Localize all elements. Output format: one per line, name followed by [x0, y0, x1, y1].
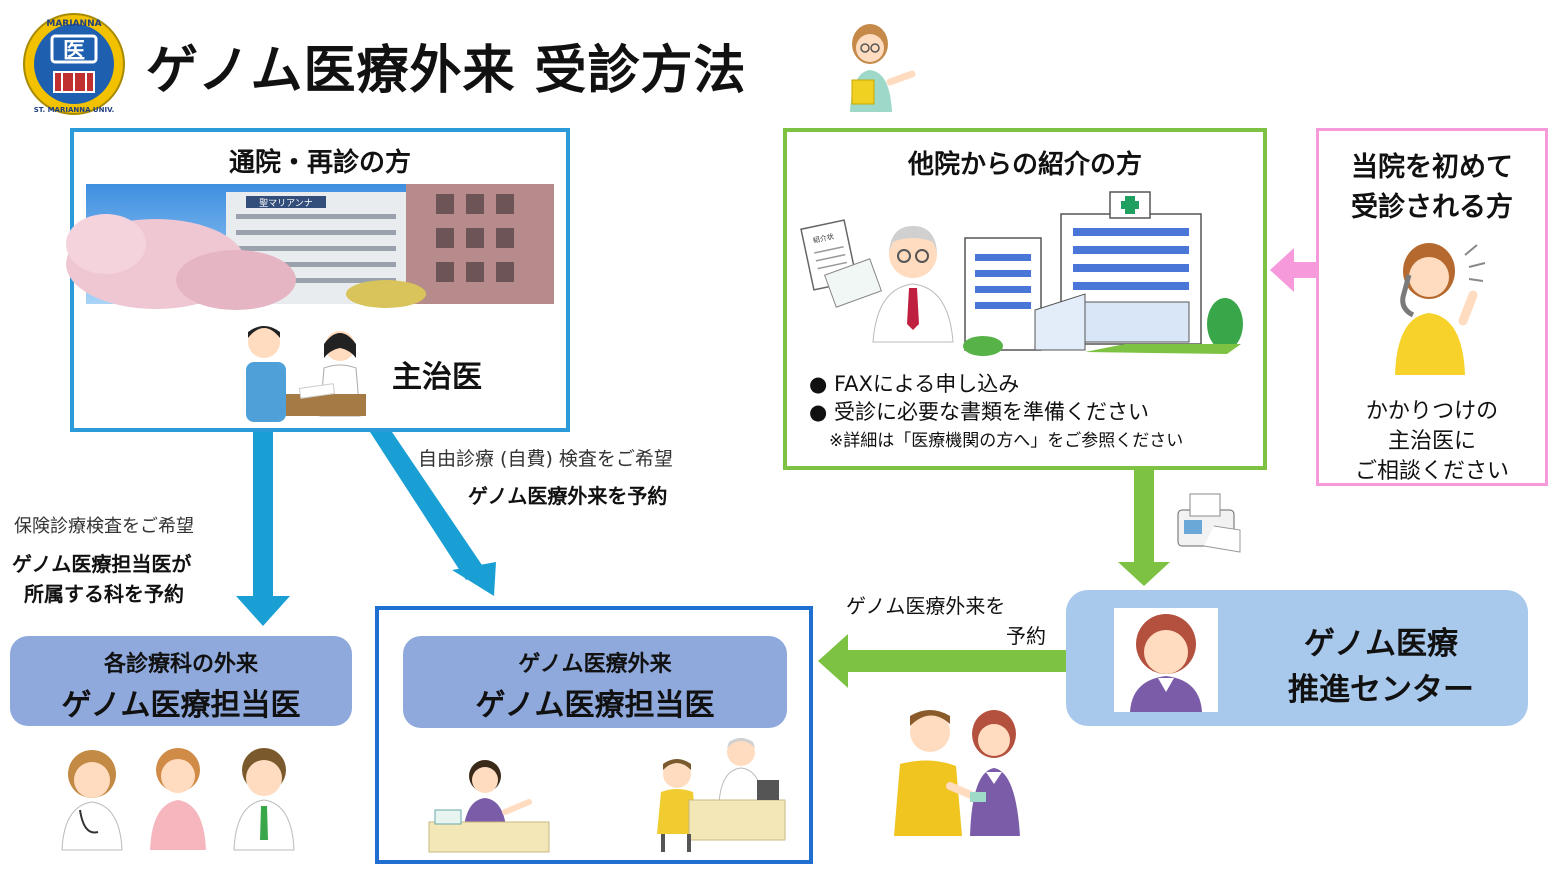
photo-building-sign: 聖マリアンナ [259, 198, 313, 209]
first-visit-body-line3: ご相談ください [1354, 459, 1509, 484]
dept-genomic-doctor-box: 各診療科の外来 ゲノム医療担当医 [10, 636, 352, 726]
logo-top-text: MARIANNA [46, 19, 101, 29]
clinic-pill-line2: ゲノム医療担当医 [475, 688, 715, 723]
clinic-doctor-pill: ゲノム医療外来 ゲノム医療担当医 [403, 636, 787, 728]
attending-doctor-label: 主治医 [392, 360, 482, 395]
referral-box-title: 他院からの紹介の方 [907, 150, 1142, 180]
referral-note: ※詳細は「医療機関の方へ」をご参照ください [829, 431, 1184, 451]
first-visit-body-line2: 主治医に [1387, 429, 1476, 454]
self-pay-flow-label-2: ゲノム医療外来を予約 [468, 484, 668, 508]
presenter-woman-icon [850, 24, 916, 112]
referral-bullet-docs: ● 受診に必要な書類を準備ください [809, 400, 1149, 424]
insurance-flow-label-3: 所属する科を予約 [24, 582, 184, 606]
center-to-clinic-label-2: 予約 [1006, 624, 1046, 648]
center-staff-portrait [1114, 608, 1218, 712]
arrow-first-to-referral [1270, 248, 1316, 292]
first-visit-title-line1: 当院を初めて [1351, 152, 1513, 183]
referral-box: 他院からの紹介の方 紹介状 ● FAXによる申し込み [783, 128, 1267, 470]
clinic-pill-line1: ゲノム医療外来 [518, 652, 672, 677]
revisit-box-title: 通院・再診の方 [228, 148, 411, 178]
hospital-logo: 医 MARIANNA ST. MARIANNA UNIV. [22, 12, 126, 116]
referral-bullet-docs-text: 受診に必要な書類を準備ください [834, 400, 1149, 424]
logo-glyph: 医 [63, 39, 85, 64]
dept-doctors-group-icon [61, 748, 295, 851]
arrow-referral-to-center [1118, 470, 1170, 586]
dept-box-line2: ゲノム医療担当医 [61, 688, 301, 723]
referral-bullet-fax: ● FAXによる申し込み [809, 372, 1020, 396]
referring-doctor-icon [872, 226, 954, 343]
arrow-revisit-to-dept [236, 432, 290, 626]
genomic-clinic-box: ゲノム医療外来 ゲノム医療担当医 [375, 606, 813, 864]
fax-machine-icon [1177, 493, 1241, 553]
hospital-cherry-blossom-photo: 聖マリアンナ [66, 184, 554, 310]
referring-hospital-building-icon [963, 191, 1243, 356]
referral-bullet-fax-text: FAXによる申し込み [834, 372, 1020, 396]
referral-letter-icon: 紹介状 [800, 219, 883, 308]
doctor-consultation-icon [657, 738, 786, 852]
first-visit-body-line1: かかりつけの [1365, 399, 1499, 424]
first-visit-title-line2: 受診される方 [1351, 192, 1513, 223]
self-pay-flow-label-1: 自由診療 (自費) 検査をご希望 [418, 448, 673, 470]
center-box-line1: ゲノム医療 [1303, 626, 1459, 662]
insurance-flow-label-1: 保険診療検査をご希望 [14, 516, 194, 537]
first-visit-box: 当院を初めて 受診される方 かかりつけの 主治医に ご相談ください [1316, 128, 1548, 486]
doctor-consulting-patient-icon [246, 326, 366, 422]
center-to-clinic-label-1: ゲノム医療外来を [846, 594, 1006, 618]
page-title: ゲノム医療外来 受診方法 [146, 41, 747, 101]
genomic-promotion-center-box: ゲノム医療 推進センター [1066, 590, 1528, 726]
woman-on-phone-icon [1395, 243, 1486, 375]
logo-bottom-text: ST. MARIANNA UNIV. [34, 106, 115, 114]
staff-assisting-patient-icon [894, 710, 1020, 836]
center-staff-woman-icon [1130, 614, 1202, 712]
reception-staff-icon [428, 760, 550, 853]
dept-box-line1: 各診療科の外来 [103, 652, 258, 677]
insurance-flow-label-2: ゲノム医療担当医が [12, 552, 192, 576]
center-box-line2: 推進センター [1288, 672, 1474, 708]
logo-emblem-icon: 医 MARIANNA ST. MARIANNA UNIV. [23, 13, 125, 115]
referral-letter-label: 紹介状 [812, 232, 834, 245]
revisit-box: 通院・再診の方 聖マリアンナ [66, 128, 570, 432]
